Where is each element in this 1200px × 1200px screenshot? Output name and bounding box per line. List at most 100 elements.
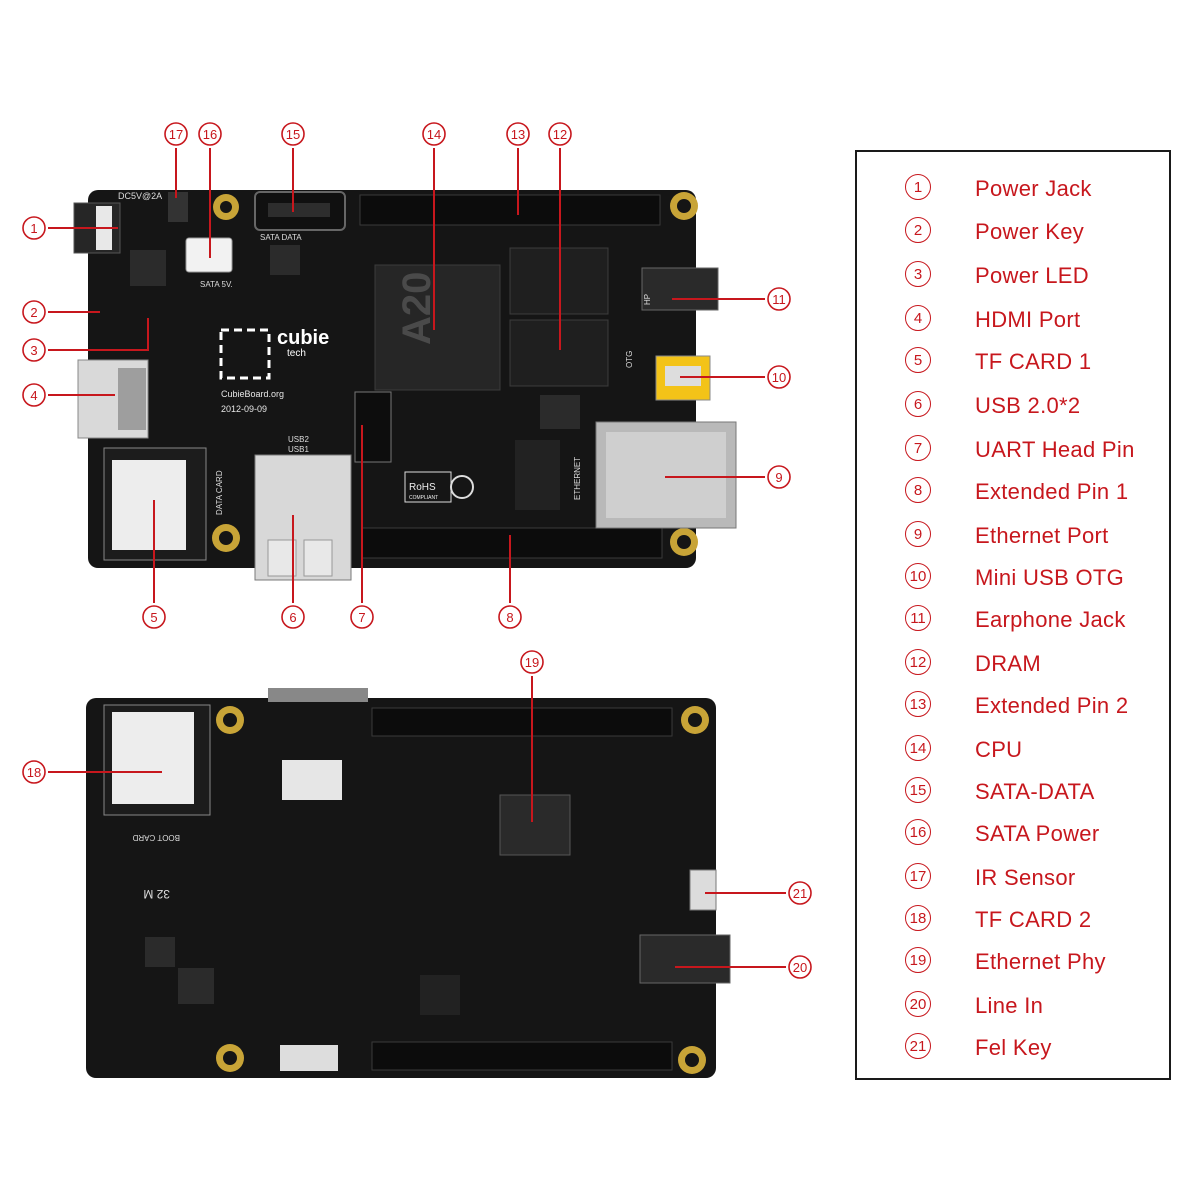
legend-label: Power Key — [975, 219, 1085, 244]
callout-badge — [164, 122, 188, 146]
legend-label: HDMI Port — [975, 307, 1081, 332]
callout-number: 15 — [286, 127, 300, 142]
leader-line — [48, 318, 149, 351]
callout-number: 20 — [793, 960, 807, 975]
legend-number-badge: 4 — [905, 305, 931, 331]
legend-label: DRAM — [975, 651, 1041, 676]
otg-text: OTG — [625, 351, 634, 368]
callout-badge — [350, 605, 374, 629]
cpu-chip — [374, 264, 501, 391]
legend-label: SATA Power — [975, 821, 1100, 846]
callout-number: 1 — [30, 221, 37, 236]
legend-row: 4 HDMI Port — [857, 305, 1169, 337]
earphone-jack — [641, 267, 719, 311]
callout-number: 19 — [525, 655, 539, 670]
callout-number: 8 — [506, 610, 513, 625]
fel-key — [689, 869, 717, 911]
legend-label: Mini USB OTG — [975, 565, 1125, 590]
callout-badge — [767, 465, 791, 489]
callout-number: 21 — [793, 886, 807, 901]
bottom-board-pcb — [86, 698, 716, 1078]
ir-sensor — [168, 192, 188, 222]
date-text: 2012-09-09 — [221, 404, 267, 414]
legend-number-badge: 12 — [905, 649, 931, 675]
cubie-text: cubie — [277, 327, 329, 349]
legend-number-badge: 17 — [905, 863, 931, 889]
ethernet-text: ETHERNET — [573, 457, 582, 500]
callout-number: 7 — [358, 610, 365, 625]
legend-number-badge: 6 — [905, 391, 931, 417]
bottom-pin-row-bottom — [371, 1041, 673, 1071]
legend-label: USB 2.0*2 — [975, 393, 1081, 418]
legend-number-badge: 8 — [905, 477, 931, 503]
legend-row: 18 TF CARD 2 — [857, 905, 1169, 937]
callout-number: 5 — [150, 610, 157, 625]
legend-number-badge: 11 — [905, 605, 931, 631]
extended-pin-1 — [361, 527, 663, 559]
callout-badge — [422, 122, 446, 146]
legend-row: 17 IR Sensor — [857, 863, 1169, 895]
legend-number-badge: 21 — [905, 1033, 931, 1059]
legend-label: TF CARD 2 — [975, 907, 1092, 932]
tech-text: tech — [287, 348, 306, 359]
callout-badge — [788, 881, 812, 905]
callout-number: 6 — [289, 610, 296, 625]
legend-label: Ethernet Phy — [975, 949, 1106, 974]
legend-number-badge: 1 — [905, 174, 931, 200]
sata-5v-text: SATA 5V. — [200, 280, 233, 289]
top-board: DC5V@2A SATA DATA SATA 5V. cubie tech Cu… — [73, 190, 737, 581]
callout-badge — [506, 122, 530, 146]
callout-number: 2 — [30, 305, 37, 320]
legend-label: Extended Pin 1 — [975, 479, 1129, 504]
hp-text: HP — [643, 294, 652, 305]
legend-label: TF CARD 1 — [975, 349, 1092, 374]
boot-card-text: BOOT CARD — [132, 833, 180, 842]
legend-label: Extended Pin 2 — [975, 693, 1129, 718]
legend-label: CPU — [975, 737, 1023, 762]
callout-number: 3 — [30, 343, 37, 358]
callout-badge — [22, 383, 46, 407]
cubie-logo-icon — [219, 328, 271, 380]
legend-number-badge: 20 — [905, 991, 931, 1017]
callout-badge — [498, 605, 522, 629]
legend-number-badge: 15 — [905, 777, 931, 803]
callout-badge — [198, 122, 222, 146]
callout-number: 14 — [427, 127, 441, 142]
legend-number-badge: 5 — [905, 347, 931, 373]
rohs-text: RoHS — [409, 482, 436, 493]
legend-label: UART Head Pin — [975, 437, 1135, 462]
bottom-pin-row-top — [371, 707, 673, 737]
callout-badge — [22, 216, 46, 240]
legend-label: IR Sensor — [975, 865, 1076, 890]
callout-number: 18 — [27, 765, 41, 780]
legend-number-badge: 9 — [905, 521, 931, 547]
callout-number: 13 — [511, 127, 525, 142]
pb-free-icon — [450, 475, 474, 499]
uart-head-pin — [354, 391, 392, 463]
callout-number: 11 — [772, 292, 786, 307]
sata-data-text: SATA DATA — [260, 233, 302, 242]
callout-badge — [520, 650, 544, 674]
callout-number: 10 — [772, 370, 786, 385]
ethernet-phy-chip — [499, 794, 571, 856]
legend-number-badge: 3 — [905, 261, 931, 287]
dc-label: DC5V@2A — [118, 191, 162, 201]
legend-label: Fel Key — [975, 1035, 1052, 1060]
legend-number-badge: 18 — [905, 905, 931, 931]
site-text: CubieBoard.org — [221, 389, 284, 399]
